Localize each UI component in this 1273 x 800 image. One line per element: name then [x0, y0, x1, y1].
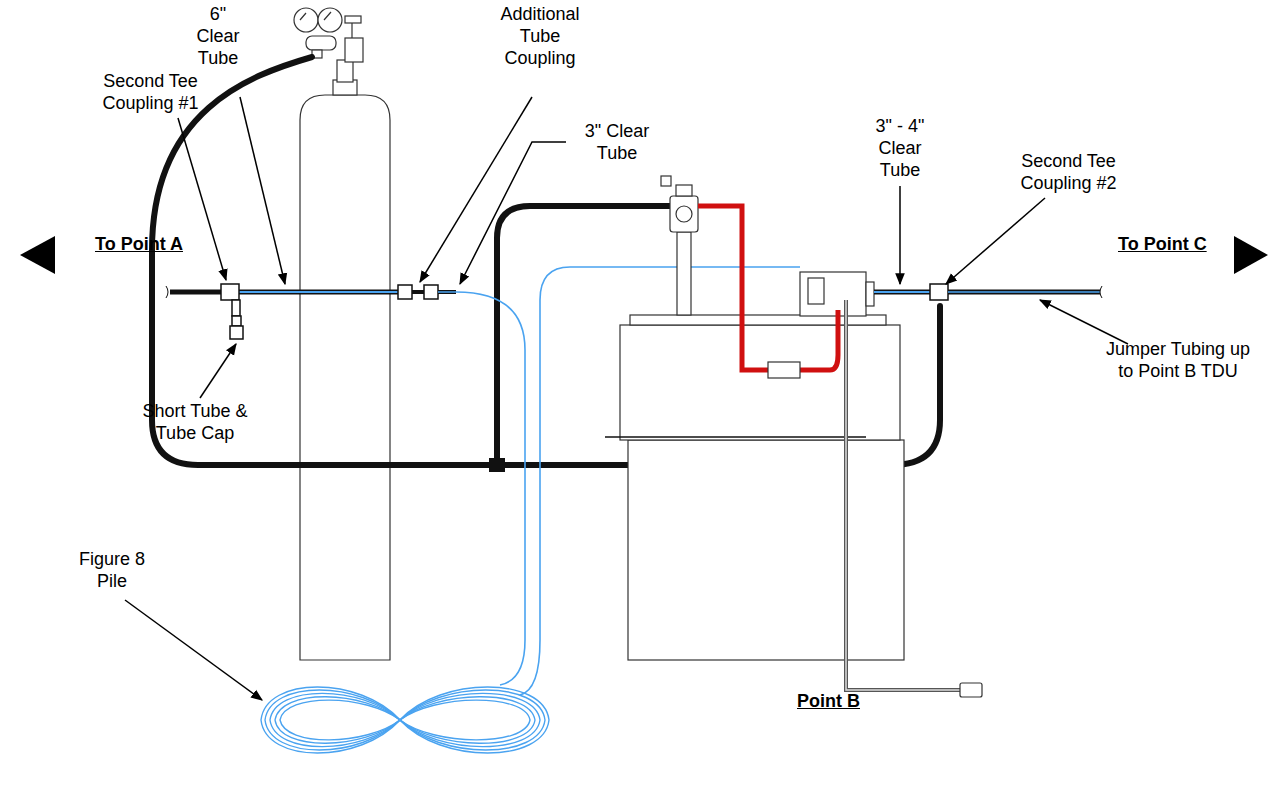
- callout-label: Jumper Tubing up to Point B TDU: [1100, 338, 1256, 382]
- callout-label: Second Tee Coupling #1: [88, 70, 213, 114]
- location-label: Point B: [797, 690, 860, 712]
- callout-label: Additional Tube Coupling: [490, 3, 590, 69]
- location-label: To Point A: [95, 233, 183, 255]
- left-line: [166, 284, 456, 339]
- callout-label: 3" Clear Tube: [572, 120, 662, 164]
- callout-label: 6" Clear Tube: [188, 3, 248, 69]
- direction-arrow: [20, 236, 55, 274]
- leader-line: [125, 97, 1128, 700]
- inline-filter: [768, 362, 800, 378]
- probe-cable: [846, 300, 960, 690]
- callout-label: Figure 8 Pile: [70, 548, 154, 592]
- probe: [960, 683, 982, 697]
- tee-fitting: [489, 458, 505, 472]
- location-label: To Point C: [1118, 233, 1207, 255]
- figure-eight-coil: [261, 687, 549, 753]
- right-line: [874, 284, 1102, 300]
- gas-cylinder: [294, 8, 390, 660]
- callout-label: Second Tee Coupling #2: [1006, 150, 1131, 194]
- instrument-housing: [605, 176, 904, 660]
- gas-tubing: [152, 57, 940, 465]
- direction-arrow: [1234, 236, 1268, 274]
- callout-label: Short Tube & Tube Cap: [128, 400, 262, 444]
- callout-label: 3" - 4" Clear Tube: [862, 115, 938, 181]
- red-tubing: [698, 206, 838, 370]
